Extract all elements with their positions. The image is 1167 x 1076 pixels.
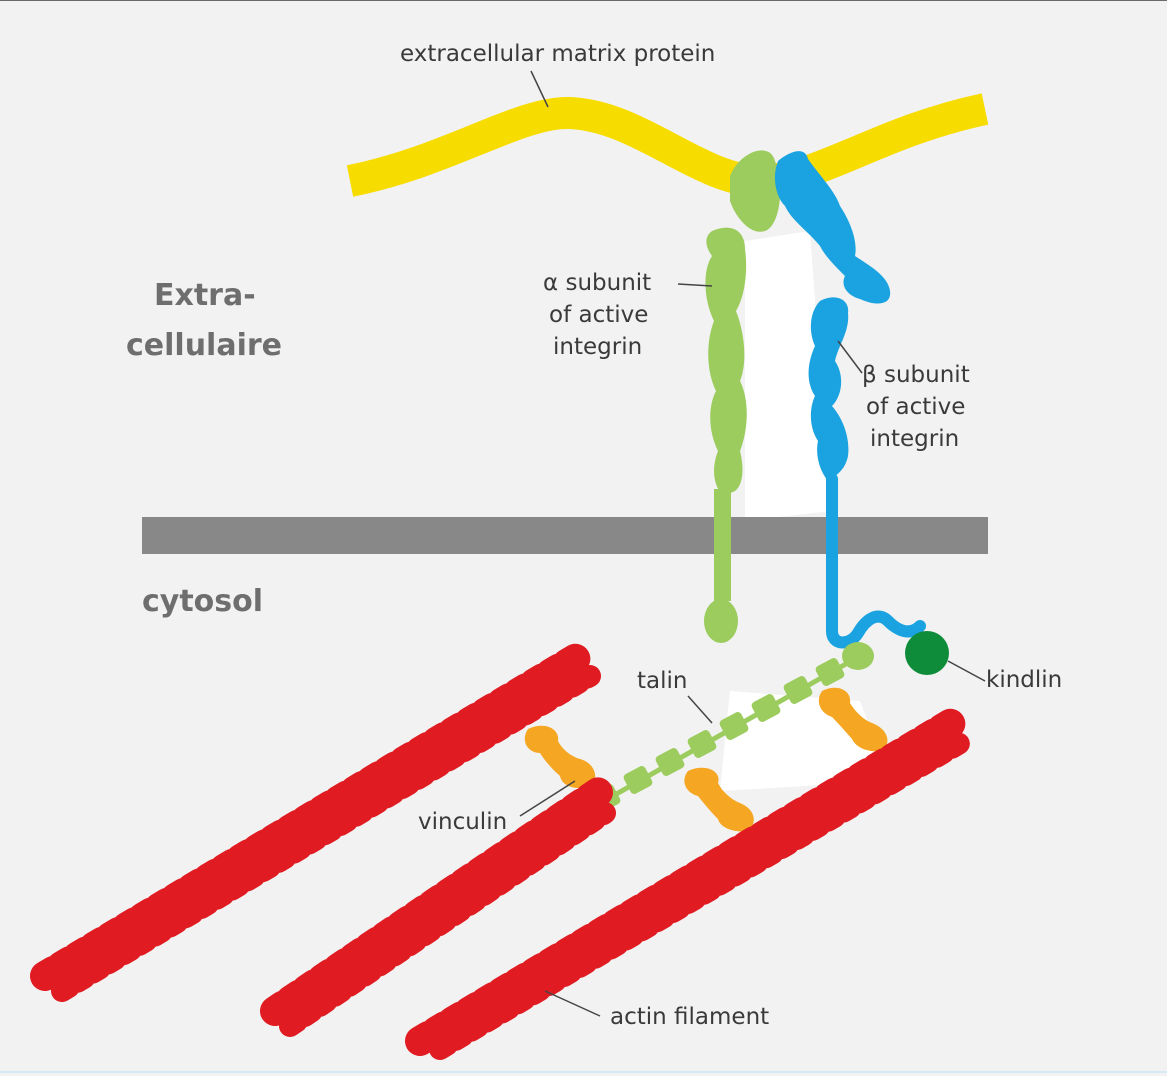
beta-label-line2: of active: [866, 394, 966, 420]
kindlin-leader-line: [947, 660, 986, 682]
talin-leader-line: [687, 695, 713, 724]
integrin-interior: [745, 231, 830, 521]
actin-filament-left: [30, 641, 601, 1002]
beta-integrin: [774, 151, 926, 649]
plasma-membrane: [142, 517, 988, 554]
beta-label-line1: β subunit: [862, 362, 970, 388]
beta-leader-line: [837, 340, 863, 374]
alpha-leader-line: [677, 283, 713, 287]
talin-label: talin: [637, 668, 688, 694]
vinculin-label: vinculin: [418, 809, 508, 835]
actin-filaments: [30, 641, 971, 1060]
extracellular-label-line2: cellulaire: [126, 328, 283, 363]
beta-label-line3: integrin: [870, 426, 960, 452]
vinculin-leader-line: [519, 780, 576, 817]
actin-filament-right: [405, 706, 971, 1060]
bottom-border: [0, 1071, 1167, 1073]
ecm-protein-fiber: [346, 93, 989, 198]
kindlin-protein: [905, 631, 949, 675]
alpha-integrin: [704, 150, 781, 643]
alpha-label-line1: α subunit: [543, 270, 652, 296]
actin-filament-middle: [260, 776, 616, 1037]
actin-label: actin filament: [610, 1004, 770, 1030]
alpha-label-line2: of active: [549, 302, 649, 328]
ecm-protein-label: extracellular matrix protein: [400, 41, 716, 67]
vinculin-proteins: [524, 687, 888, 832]
actin-leader-line: [544, 990, 601, 1017]
ecm-leader-line: [530, 70, 549, 108]
alpha-label-line3: integrin: [553, 334, 643, 360]
cytosol-label: cytosol: [142, 584, 264, 619]
extracellular-label-line1: Extra-: [154, 278, 256, 313]
kindlin-label: kindlin: [986, 667, 1063, 693]
